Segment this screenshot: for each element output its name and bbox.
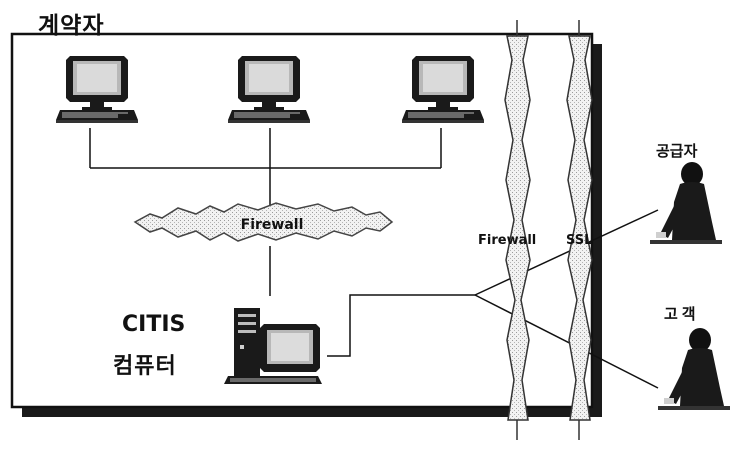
pc-icon-3 (402, 56, 484, 123)
firewall-pillar-label: Firewall (478, 233, 536, 248)
supplier-label: 공급자 (656, 140, 697, 161)
firewall-label: Firewall (241, 217, 304, 233)
customer-person-icon (658, 328, 730, 410)
citis-label: CITIS (122, 312, 185, 337)
ssl-label: SSL (566, 233, 592, 248)
pc-icon-1 (56, 56, 138, 123)
computer-label: 컴퓨터 (113, 348, 177, 380)
pc-icon-2 (228, 56, 310, 123)
customer-label: 고객 (664, 303, 700, 324)
contractor-title: 계약자 (38, 6, 104, 40)
supplier-person-icon (650, 162, 722, 244)
